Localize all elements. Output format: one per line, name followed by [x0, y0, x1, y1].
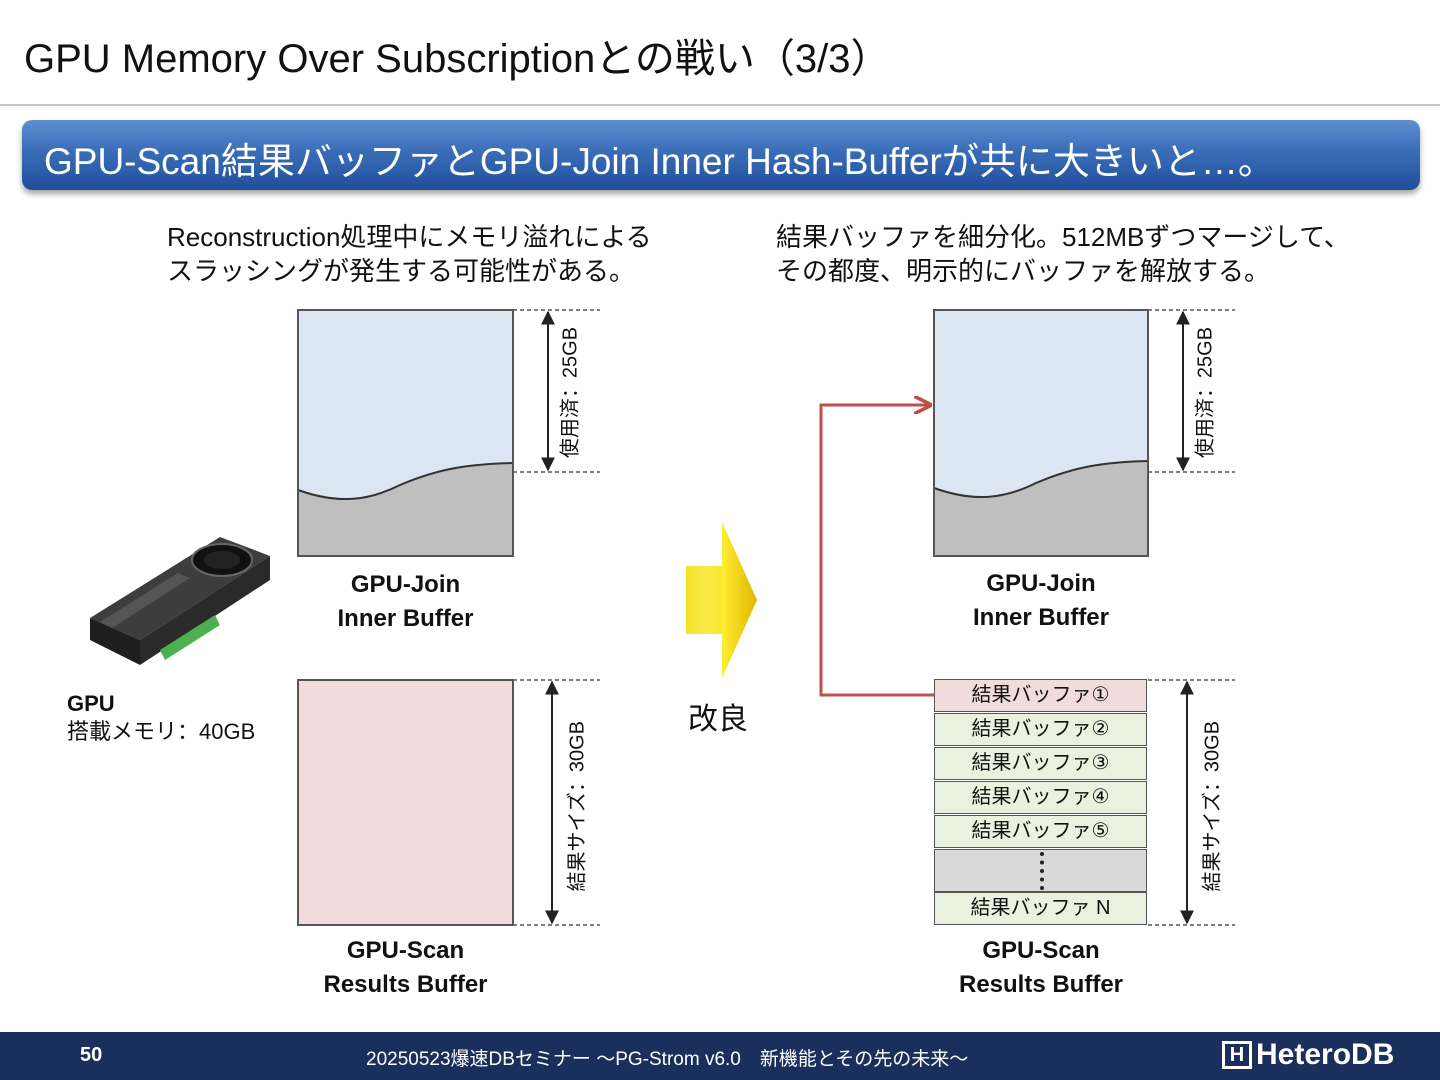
- left-size-dimension: [513, 679, 600, 926]
- right-size-label: 結果サイズ：30GB: [1201, 720, 1224, 892]
- left-scan-label-line2: Results Buffer: [323, 971, 488, 998]
- ellipsis-dots: [1040, 852, 1048, 890]
- subtitle-bar: GPU-Scan結果バッファとGPU-Join Inner Hash-Buffe…: [22, 120, 1420, 190]
- left-description: Reconstruction処理中にメモリ溢れによる スラッシングが発生する可能…: [167, 220, 652, 288]
- right-scan-label-line2: Results Buffer: [958, 971, 1124, 998]
- footer-text: 20250523爆速DBセミナー ～PG-Strom v6.0 新機能とその先の…: [366, 1049, 969, 1070]
- left-scan-label: GPU-Scan Results Buffer: [298, 934, 513, 1002]
- page-number: 50: [80, 1044, 103, 1066]
- left-size-label: 結果サイズ：30GB: [566, 720, 589, 892]
- right-join-label-line1: GPU-Join: [986, 570, 1096, 597]
- right-join-label: GPU-Join Inner Buffer: [934, 567, 1148, 635]
- gpu-memory: 搭載メモリ：40GB: [67, 719, 256, 744]
- title-divider: [0, 104, 1440, 106]
- gpu-card-icon: [90, 537, 270, 665]
- right-description-line2: その都度、明示的にバッファを解放する。: [776, 256, 1271, 286]
- left-description-line1: Reconstruction処理中にメモリ溢れによる: [167, 222, 652, 252]
- left-join-label: GPU-Join Inner Buffer: [298, 568, 513, 636]
- left-used-dimension: [513, 309, 600, 473]
- right-join-label-line2: Inner Buffer: [972, 604, 1109, 631]
- left-description-line2: スラッシングが発生する可能性がある。: [167, 256, 636, 286]
- result-buffer-segment-2: 結果バッファ②: [934, 713, 1147, 746]
- result-buffer-segment-n: 結果バッファ N: [934, 892, 1147, 925]
- right-scan-label: GPU-Scan Results Buffer: [934, 934, 1148, 1002]
- right-scan-label-line1: GPU-Scan: [982, 937, 1100, 964]
- left-inner-buffer: [297, 309, 514, 557]
- subtitle-text: GPU-Scan結果バッファとGPU-Join Inner Hash-Buffe…: [44, 141, 1275, 182]
- heterodb-logo-icon: H: [1222, 1041, 1252, 1069]
- footer: 50 20250523爆速DBセミナー ～PG-Strom v6.0 新機能とそ…: [0, 1032, 1440, 1080]
- right-description: 結果バッファを細分化。512MBずつマージして、 その都度、明示的にバッファを解…: [776, 220, 1350, 288]
- left-used-label: 使用済：25GB: [559, 326, 582, 459]
- heterodb-logo-text: HeteroDB: [1256, 1038, 1395, 1071]
- merge-connector-arrow: [819, 405, 934, 697]
- right-used-dimension: [1148, 309, 1235, 473]
- right-description-line1: 結果バッファを細分化。512MBずつマージして、: [776, 222, 1350, 252]
- improvement-arrow: [686, 522, 757, 678]
- result-buffer-segment-3: 結果バッファ③: [934, 747, 1147, 780]
- right-inner-buffer: [933, 309, 1149, 557]
- gpu-label: GPU 搭載メモリ：40GB: [67, 690, 255, 746]
- left-join-label-line1: GPU-Join: [350, 571, 461, 598]
- right-size-dimension: [1148, 679, 1235, 926]
- right-used-label: 使用済：25GB: [1194, 326, 1217, 459]
- left-scan-label-line1: GPU-Scan: [346, 937, 465, 964]
- heterodb-logo: H HeteroDB: [1222, 1038, 1394, 1072]
- improvement-label: 改良: [688, 703, 748, 736]
- result-buffer-segment-5: 結果バッファ⑤: [934, 815, 1147, 848]
- left-results-buffer: [297, 679, 514, 926]
- gpu-name: GPU: [67, 691, 115, 716]
- result-buffer-segment-4: 結果バッファ④: [934, 781, 1147, 814]
- slide-title: GPU Memory Over Subscriptionとの戦い（3/3）: [24, 37, 891, 81]
- result-buffer-ellipsis: [934, 849, 1147, 892]
- result-buffer-segment-1: 結果バッファ①: [934, 679, 1147, 712]
- left-join-label-line2: Inner Buffer: [337, 605, 474, 632]
